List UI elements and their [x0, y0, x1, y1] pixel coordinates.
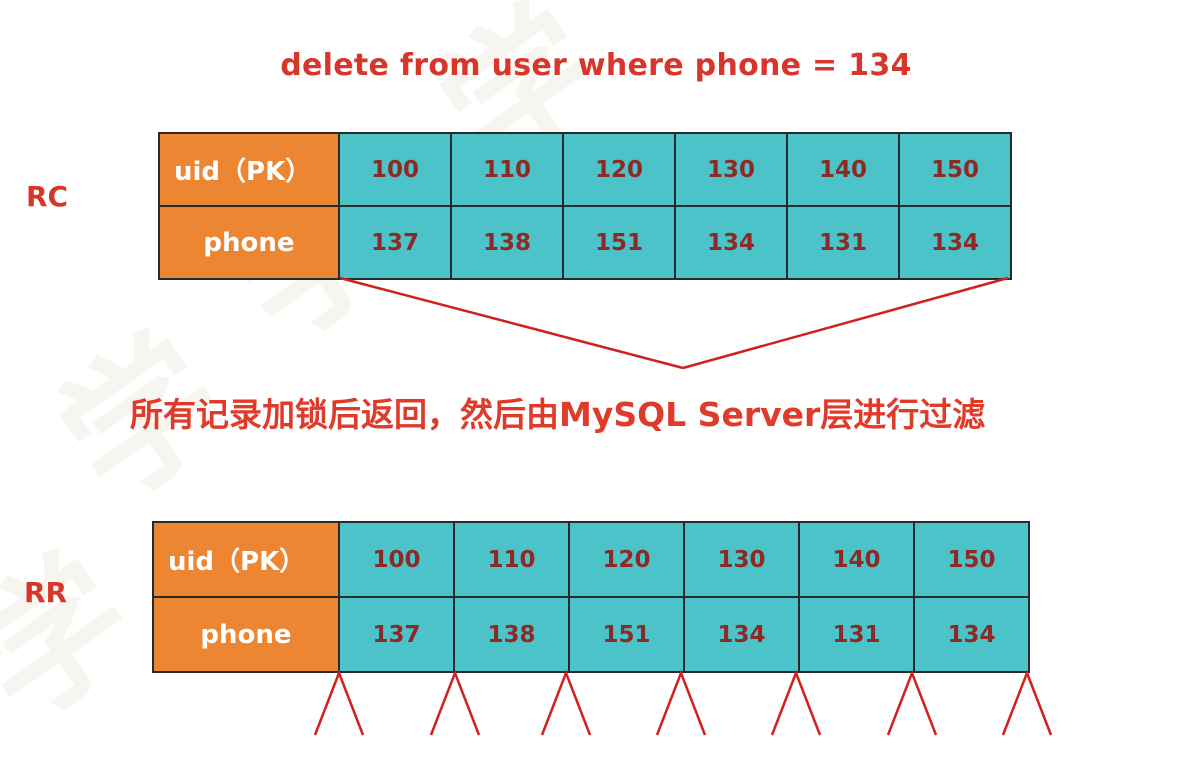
rc-phone-cell: 131	[787, 206, 899, 279]
rr-uid-cell: 120	[569, 522, 684, 597]
rc-funnel-right-line	[682, 276, 1009, 370]
rc-phone-cell: 138	[451, 206, 563, 279]
rc-phone-cell: 137	[339, 206, 451, 279]
rr-phone-cell: 134	[684, 597, 799, 672]
gap-lock-mark	[770, 669, 822, 736]
rr-uid-cell: 110	[454, 522, 569, 597]
rc-phone-cell: 134	[899, 206, 1011, 279]
gap-lock-mark	[313, 669, 365, 736]
rc-uid-cell: 110	[451, 133, 563, 206]
rr-phone-header: phone	[153, 597, 339, 672]
gap-lock-mark	[1001, 669, 1053, 736]
rr-label: RR	[24, 576, 68, 609]
sql-title: delete from user where phone = 134	[280, 48, 912, 83]
rc-phone-cell: 151	[563, 206, 675, 279]
rr-uid-cell: 150	[914, 522, 1029, 597]
rr-phone-cell: 137	[339, 597, 454, 672]
rc-phone-header: phone	[159, 206, 339, 279]
rc-uid-cell: 130	[675, 133, 787, 206]
rr-uid-cell: 140	[799, 522, 914, 597]
rr-table: uid（PK） 100 110 120 130 140 150 phone 13…	[152, 521, 1030, 673]
gap-lock-mark	[540, 669, 592, 736]
rc-caption: 所有记录加锁后返回，然后由MySQL Server层进行过滤	[130, 395, 986, 434]
gap-lock-mark	[886, 669, 938, 736]
watermark: 学	[0, 523, 165, 754]
rr-uid-header: uid（PK）	[153, 522, 339, 597]
rc-phone-cell: 134	[675, 206, 787, 279]
rr-phone-cell: 131	[799, 597, 914, 672]
rc-uid-cell: 150	[899, 133, 1011, 206]
rc-table: uid（PK） 100 110 120 130 140 150 phone 13…	[158, 132, 1012, 280]
rc-funnel-left-line	[339, 276, 684, 370]
gap-lock-mark	[655, 669, 707, 736]
rr-phone-cell: 134	[914, 597, 1029, 672]
rr-phone-cell: 151	[569, 597, 684, 672]
rr-uid-cell: 100	[339, 522, 454, 597]
rc-label: RC	[26, 180, 69, 213]
rc-uid-cell: 120	[563, 133, 675, 206]
rc-uid-cell: 100	[339, 133, 451, 206]
rc-uid-header: uid（PK）	[159, 133, 339, 206]
gap-lock-mark	[429, 669, 481, 736]
rr-uid-cell: 130	[684, 522, 799, 597]
rc-uid-cell: 140	[787, 133, 899, 206]
rr-phone-cell: 138	[454, 597, 569, 672]
